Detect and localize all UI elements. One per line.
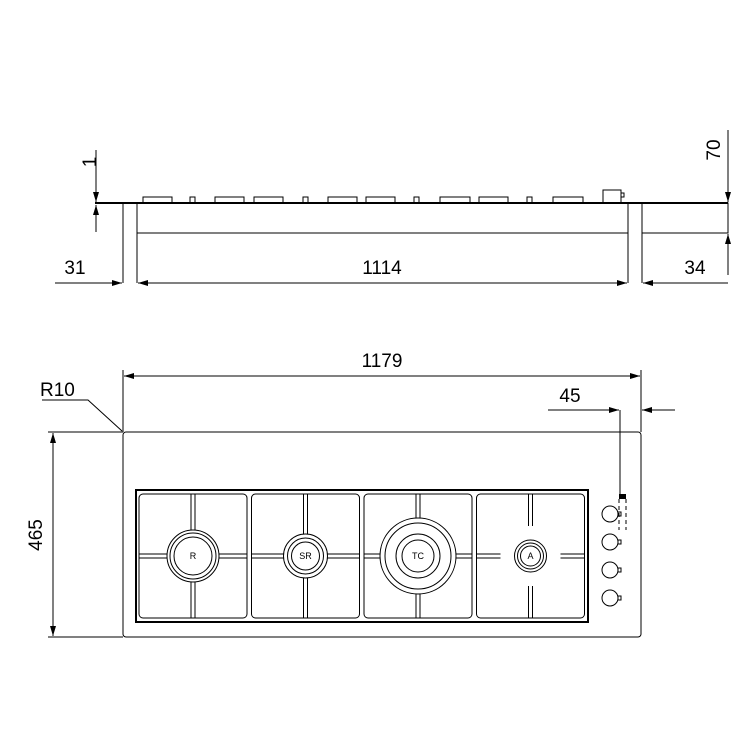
burner-zone-a: A: [476, 493, 585, 619]
cap-profile: [253, 196, 284, 204]
burner-zone-r: R: [138, 493, 248, 619]
top-view: 1179 R10 465 45 R SR TC A: [26, 351, 675, 638]
knob-profile: [602, 189, 622, 204]
control-knob[interactable]: [601, 505, 622, 523]
hob-outline: [122, 431, 642, 638]
burner-zone-tc: TC: [363, 493, 473, 619]
cap-profile: [413, 196, 420, 204]
dim-right-label: 34: [684, 258, 706, 279]
dim-left-label: 31: [64, 258, 85, 279]
control-knob[interactable]: [601, 561, 622, 579]
dim-radius-label: R10: [40, 380, 75, 401]
side-view: 1 70 31 1114 34: [55, 130, 731, 286]
burner-caps-profile: [142, 196, 584, 204]
cap-profile: [189, 196, 196, 204]
burner-label: SR: [299, 551, 312, 561]
cap-profile: [478, 196, 509, 204]
right-block: [641, 202, 729, 234]
grate-frame: [135, 489, 589, 623]
cap-profile: [302, 196, 309, 204]
burner-label: R: [190, 551, 197, 561]
dim-height-label: 70: [704, 139, 725, 160]
dim-width-label: 1114: [362, 258, 402, 279]
dim-top-label: 1: [80, 157, 101, 168]
cap-profile: [552, 196, 584, 204]
burner-label: A: [527, 551, 533, 561]
cap-profile: [526, 196, 533, 204]
hob-body: [136, 202, 629, 234]
dim-depth-label: 465: [26, 519, 47, 551]
radius-leader: [42, 399, 123, 432]
burner-label: TC: [412, 551, 424, 561]
cap-profile: [439, 196, 471, 204]
cap-profile: [365, 196, 396, 204]
cap-profile: [327, 196, 358, 204]
control-knob[interactable]: [601, 589, 622, 607]
dim-knob-offset-label: 45: [559, 386, 580, 407]
cap-profile: [214, 196, 245, 204]
control-knob[interactable]: [601, 533, 622, 551]
dim-total-width-label: 1179: [362, 351, 403, 372]
cap-profile: [142, 196, 173, 204]
burner-zone-sr: SR: [251, 493, 360, 619]
